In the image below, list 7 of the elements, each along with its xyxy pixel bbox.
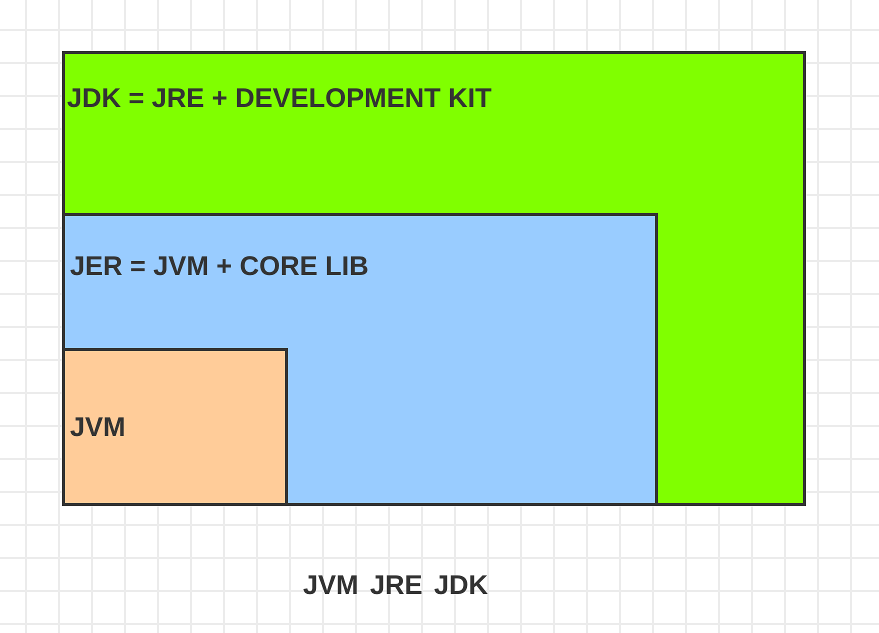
- diagram-caption: JVM JRE JDK: [303, 569, 488, 601]
- box-title: JDK = JRE + DEVELOPMENT KIT: [67, 82, 492, 114]
- box-title: JER = JVM + CORE LIB: [70, 250, 369, 282]
- nested-box: [62, 213, 658, 506]
- nested-box: [62, 348, 288, 506]
- nested-box: [62, 51, 806, 506]
- box-title: JVM: [70, 411, 126, 443]
